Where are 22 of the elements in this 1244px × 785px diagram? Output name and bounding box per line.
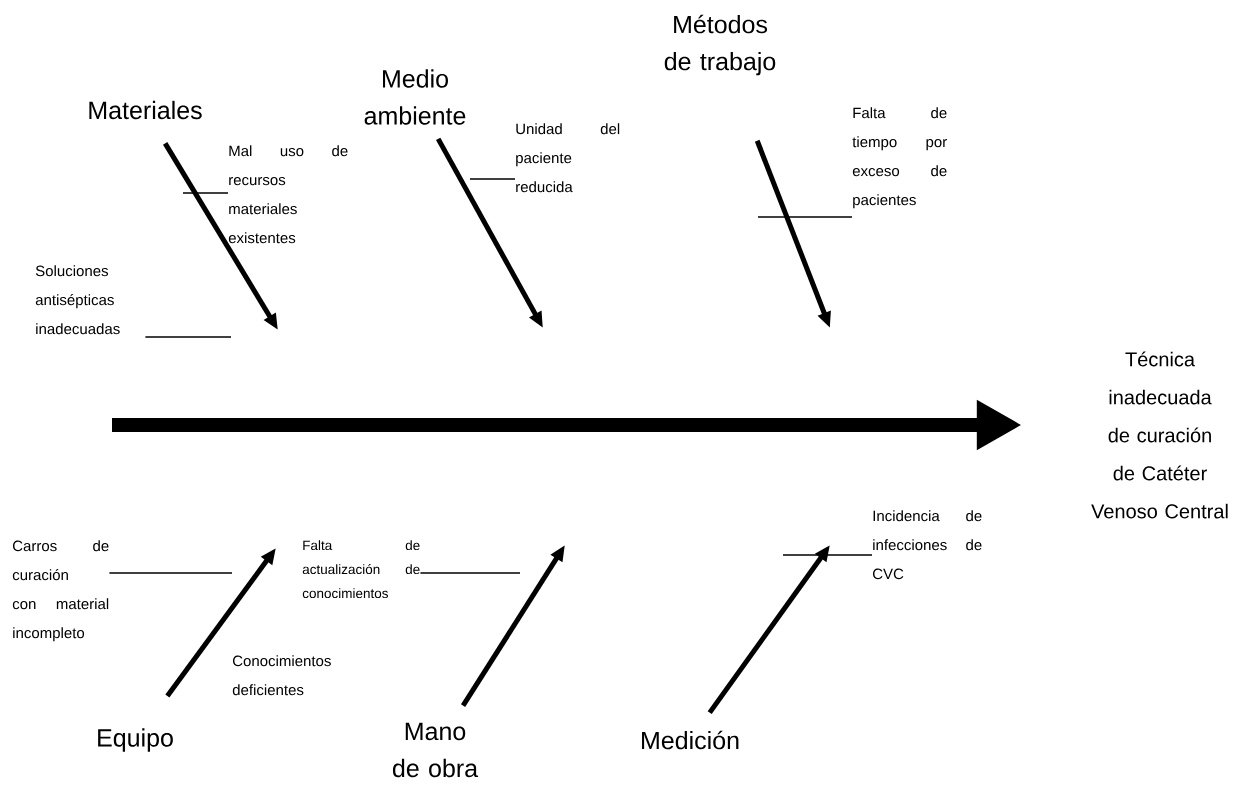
- leader-line: [757, 216, 853, 218]
- category-label: Medición: [642, 730, 739, 750]
- leader-line: [419, 572, 521, 574]
- category-label: Métodos de trabajo: [664, 14, 776, 76]
- category-label: Materiales: [89, 100, 202, 120]
- cause-text: Incidencia de infecciones de CVC: [873, 510, 982, 580]
- leader-line: [469, 178, 516, 180]
- cause-text: Falta de tiempo por exceso de pacientes: [852, 107, 947, 209]
- cause-text: Carros de curación con material incompleto: [12, 540, 109, 642]
- cause-text: Conocimientos deficientes: [232, 655, 331, 696]
- category-label: Equipo: [98, 728, 173, 752]
- cause-text: Mal uso de recursos materiales existentes: [228, 145, 348, 244]
- leader-line: [782, 554, 873, 556]
- leader-line: [108, 572, 233, 574]
- cause-text: Soluciones antisépticas inadecuadas: [35, 265, 120, 335]
- effect-label: Técnica inadecuada de curación de Catéter Venoso Central: [1091, 351, 1228, 519]
- cause-text: Unidad del paciente reducida: [516, 123, 620, 193]
- leader-line: [144, 336, 232, 338]
- cause-text: Falta de actualización de conocimientos: [302, 540, 420, 599]
- category-label: Mano de obra: [392, 722, 479, 778]
- leader-line: [182, 192, 229, 194]
- category-label: Medio ambiente: [364, 69, 466, 125]
